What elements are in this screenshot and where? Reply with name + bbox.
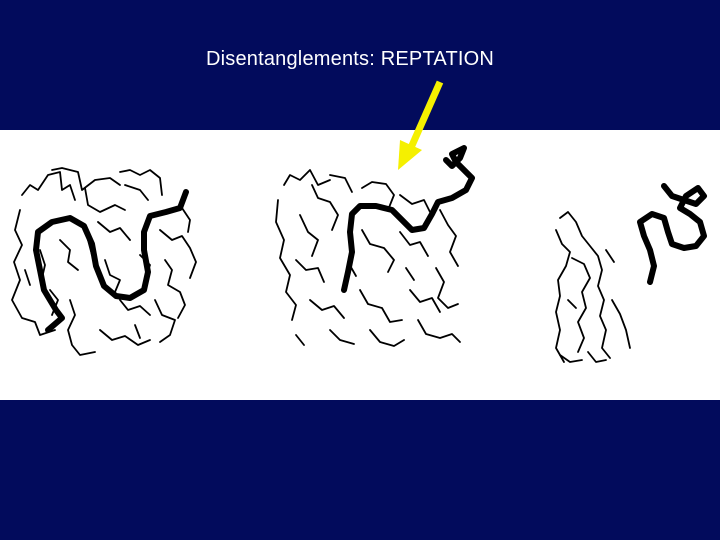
stage-2-tracked-chain [341,145,475,293]
slide-title: Disentanglements: REPTATION [205,48,495,70]
stage-3-escaped-chain [637,183,707,285]
stage-1-tracked-chain [33,189,189,333]
stage-2-entangled-mesh [275,169,461,347]
stage-3-vacated-tube [555,211,631,363]
arrow-icon [398,80,444,170]
